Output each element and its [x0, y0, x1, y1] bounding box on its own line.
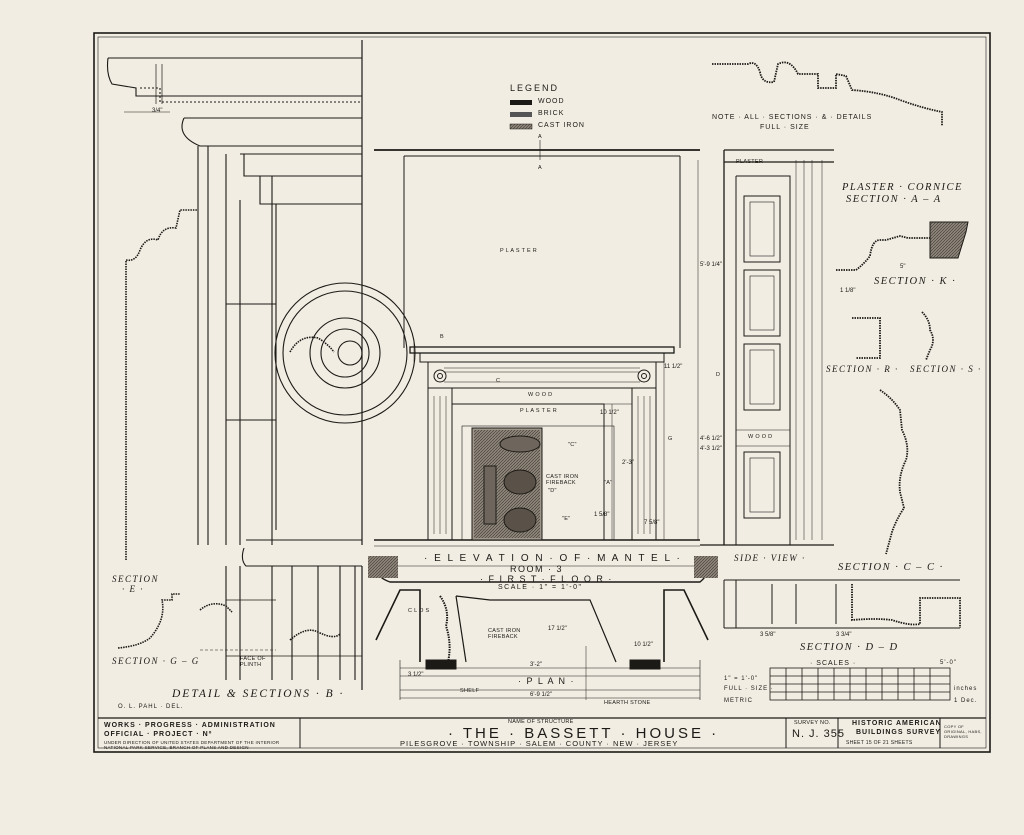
dim-a: 3/4" [152, 108, 163, 114]
cast-iron-fireback-plan-label: CAST IRON FIREBACK [488, 628, 521, 640]
plan-drawing [368, 555, 718, 700]
copy-stamp: COPY OF ORIGINAL, HABS, DRAWINGS [944, 724, 982, 739]
scale-full-size-label: FULL · SIZE · [724, 686, 774, 692]
hearth-stone-label: HEARTH STONE [604, 700, 651, 706]
section-gg-title: SECTION · G – G [112, 656, 200, 666]
wood-label: W O O D [528, 392, 553, 398]
scales-graphic [769, 667, 951, 701]
section-r-title: SECTION · R · [826, 364, 899, 374]
dim-f: 10 1/2" [634, 642, 653, 648]
scale-inch-label: 1" = 1'-0" [724, 676, 759, 682]
elevation-floor: · F I R S T · F L O O R · [480, 574, 613, 584]
dim-l: 7 5/8" [644, 520, 660, 526]
dim-n: 3 3/4" [836, 632, 852, 638]
title-block-lines [299, 718, 941, 748]
shelf-label: SHELF [460, 688, 480, 694]
dim-c: 1 1/8" [840, 288, 856, 294]
clos-label: C L O S [408, 608, 430, 614]
c-mark: "C" [568, 442, 577, 448]
wpa-line2: OFFICIAL · PROJECT · Nº [104, 731, 213, 738]
cast-iron-fireback-label: CAST IRON FIREBACK [546, 474, 579, 486]
elevation-title: · E L E V A T I O N · O F · M A N T E L … [424, 553, 682, 564]
d-letter: D [716, 372, 721, 378]
cast-iron-fireback [471, 427, 543, 541]
section-dd-title: SECTION · D – D [800, 642, 899, 653]
b-mark: B [440, 334, 444, 340]
scale-dec-label: 1 Dec. [954, 698, 978, 704]
elevation-room: ROOM · 3 [510, 564, 564, 574]
g-letter: G [668, 436, 673, 442]
section-e-letter: · E · [122, 584, 144, 594]
dim-h: 3 1/2" [408, 672, 424, 678]
dim-o: 4'-6 1/2" [700, 436, 722, 442]
e-mark: "E" [562, 516, 571, 522]
dim-e: 6'-9 1/2" [530, 692, 552, 698]
scales-title: · SCALES · [810, 660, 857, 667]
section-e-title: SECTION [112, 574, 160, 584]
structure-location: PILESGROVE · TOWNSHIP · SALEM · COUNTY ·… [400, 739, 679, 748]
dim-b: 5" [900, 264, 906, 270]
survey-number: N. J. 355 [792, 728, 846, 740]
survey-number-label: SURVEY NO. [794, 720, 831, 726]
section-cc-title: SECTION · C – C · [838, 562, 944, 573]
side-view-drawing [700, 149, 834, 546]
legend-cast-iron: CAST IRON [538, 122, 585, 129]
side-view-title: SIDE · VIEW · [734, 553, 806, 563]
scale-five-ft-label: 5'-0" [940, 660, 957, 666]
plaster-small-label: P L A S T E R [520, 408, 558, 414]
legend-wood: WOOD [538, 98, 565, 105]
plan-title: · P L A N · [518, 676, 576, 686]
structure-name: · THE · BASSETT · HOUSE · [448, 725, 720, 742]
a-letter: A [538, 165, 542, 171]
legend-title: LEGEND [510, 83, 560, 93]
detail-b-title: DETAIL & SECTIONS · B · [172, 688, 345, 700]
dim-j: 2'-3" [622, 460, 634, 466]
d-mark: "D" [548, 488, 557, 494]
dim-d: 3'-2" [530, 662, 542, 668]
section-s-title: SECTION · S · [910, 364, 982, 374]
habs-line2: BUILDINGS SURVEY [856, 729, 942, 736]
face-of-plinth-label: FACE OF PLINTH [240, 656, 266, 668]
wpa-line3: UNDER DIRECTION OF UNITED STATES DEPARTM… [104, 740, 280, 745]
dim-m: 3 5/8" [760, 632, 776, 638]
structure-name-label: NAME OF STRUCTURE [508, 719, 574, 725]
wpa-line1: WORKS · PROGRESS · ADMINISTRATION [104, 722, 276, 729]
habs-line1: HISTORIC AMERICAN [852, 720, 942, 727]
c-letter: C [496, 378, 501, 384]
profile-sections [712, 61, 943, 555]
dim-q: 11 1/2" [664, 364, 683, 370]
section-k-title: SECTION · K · [874, 276, 957, 287]
elevation-scale: SCALE · 1" = 1'-0" [498, 584, 583, 591]
dim-p: 4'-3 1/2" [700, 446, 722, 452]
legend-swatches [509, 100, 533, 130]
dim-g: 17 1/2" [548, 626, 567, 632]
section-k-block [929, 221, 969, 259]
dim-k: 10 1/2" [600, 410, 619, 416]
section-aa-title: SECTION · A – A [846, 194, 942, 205]
a-top-mark: A [538, 134, 542, 140]
a-mark: "A" [604, 480, 613, 486]
legend-brick: BRICK [538, 110, 565, 117]
scale-inches-label: inches [954, 686, 978, 692]
elevation-drawing [374, 140, 700, 547]
dim-i: 5'-9 1/4" [700, 262, 722, 268]
delineator: O. L. PAHL · DEL. [118, 704, 184, 710]
dim-r: 1 5/8" [594, 512, 610, 518]
wood-side-label: W O O D [748, 434, 773, 440]
wpa-line4: NATIONAL PARK SERVICE, BRANCH OF PLANS A… [104, 745, 249, 750]
scale-metric-label: METRIC [724, 698, 753, 704]
note-line2: FULL · SIZE [760, 124, 810, 131]
plaster-elevation-label: P L A S T E R [500, 248, 538, 254]
note-line1: NOTE · ALL · SECTIONS · & · DETAILS [712, 114, 873, 121]
plaster-top-label: PLASTER [736, 159, 764, 165]
plaster-cornice-title: PLASTER · CORNICE [842, 182, 963, 193]
section-dd-drawing [723, 579, 961, 629]
sheet-number: SHEET 15 OF 21 SHEETS [846, 740, 913, 746]
